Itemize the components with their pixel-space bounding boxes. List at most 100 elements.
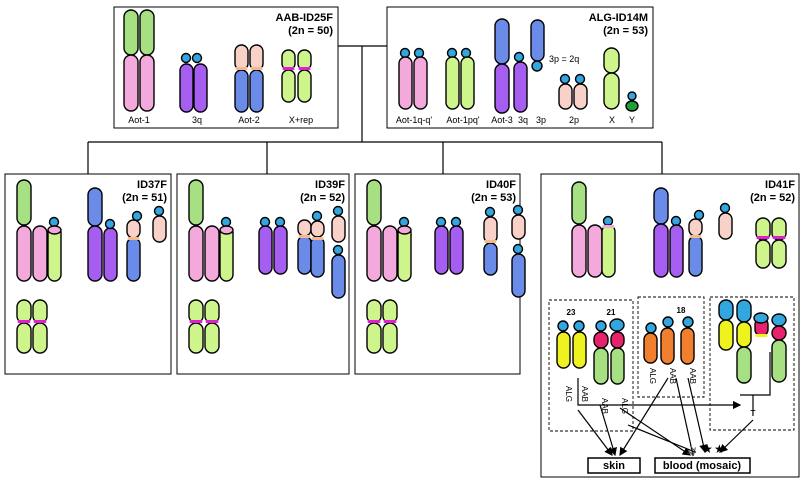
id39-cen5	[332, 244, 344, 256]
f-cen8	[574, 73, 586, 85]
d-c5	[662, 316, 674, 328]
d-cap2	[753, 312, 769, 324]
d-c3	[595, 320, 607, 332]
id39-aot2b	[310, 220, 325, 278]
id37-aot1-top	[16, 179, 32, 226]
mother-aot2-b	[249, 44, 264, 113]
offspring-title-3: ID40F	[486, 179, 516, 191]
mother-aot1-b	[139, 9, 155, 112]
id39-cen2	[274, 216, 286, 228]
label-y: Y	[629, 115, 635, 125]
d-c4	[645, 322, 657, 334]
f-cen2	[413, 47, 425, 59]
blood-label: blood (mosaic)	[663, 460, 742, 472]
father-y	[625, 100, 639, 112]
id41-cen2	[670, 215, 682, 227]
id41-aot2	[688, 218, 703, 277]
mother-3q-b	[193, 63, 208, 113]
d-o3	[680, 327, 695, 365]
id41-2p	[718, 212, 733, 240]
mother-aot1-a	[123, 9, 139, 112]
detail-group-3	[709, 296, 795, 431]
id39-x-b	[204, 299, 220, 354]
father-count: (2n = 53)	[603, 25, 648, 37]
offspring-count-2: (2n = 52)	[300, 192, 345, 204]
offspring-title-2: ID39F	[315, 179, 345, 191]
id39-cen1	[259, 216, 271, 228]
id39-cen3	[311, 210, 323, 222]
skin-label: skin	[603, 460, 625, 472]
detail-label-aab-3: AAB	[668, 368, 677, 384]
father-3q	[513, 61, 528, 113]
id41-aot1-bot	[571, 224, 587, 278]
detail-t-label: T	[751, 409, 756, 418]
label-x: X	[609, 115, 615, 125]
id39-pink-tip	[219, 225, 234, 235]
id40-aot1q	[382, 225, 398, 282]
id40-3p	[511, 253, 526, 298]
id40-2p	[511, 214, 526, 240]
f-cen6	[531, 60, 543, 72]
father-2p-b	[573, 83, 588, 110]
id37-cen-a	[48, 216, 60, 228]
id37-aot3	[87, 187, 103, 282]
id37-x-b	[32, 299, 48, 354]
father-aot1qq-a	[398, 56, 413, 110]
father-3p	[530, 19, 545, 62]
d-rg2	[610, 331, 625, 385]
d-rg1	[593, 331, 609, 385]
id39-aot1q	[204, 225, 220, 282]
label-aot1qq: Aot-1q-q'	[396, 115, 433, 125]
id41-x-b	[771, 217, 787, 269]
id37-2p	[152, 215, 167, 243]
id40-cen4	[512, 204, 524, 216]
mother-3q-cen-a	[180, 52, 192, 64]
detail-number-23: 23	[567, 308, 576, 317]
label-aot1: Aot-1	[128, 115, 150, 125]
d-t1	[718, 299, 734, 351]
label-xrep: X+rep	[289, 115, 313, 125]
f-cen5	[513, 51, 525, 63]
label-3q: 3q	[192, 115, 202, 125]
d-c6	[682, 316, 694, 328]
blood-box	[654, 457, 751, 474]
d-t2	[736, 299, 752, 384]
label-3q-f: 3q	[518, 115, 528, 125]
id40-3q-b	[449, 225, 464, 275]
id37-aot1q	[32, 225, 48, 282]
offspring-count-3: (2n = 53)	[471, 192, 516, 204]
star-1: ★	[702, 442, 713, 456]
f-cen3	[446, 47, 458, 59]
id41-3q	[669, 224, 684, 278]
id39-aot1-top	[188, 179, 204, 226]
star-2: ★	[714, 442, 725, 456]
father-x	[603, 47, 620, 110]
detail-number-18: 18	[677, 306, 686, 315]
label-2p: 2p	[569, 115, 579, 125]
id37-aot2	[126, 219, 141, 282]
chromosomes	[16, 9, 787, 385]
id39-3q-a	[258, 225, 273, 275]
id39-3q-b	[273, 225, 288, 275]
id40-cen-a	[398, 216, 410, 228]
id37-pink-tip	[47, 225, 62, 235]
father-aot1qq-b	[413, 56, 428, 110]
id41-x-a	[755, 217, 771, 269]
mother-3q-cen-b	[191, 52, 203, 64]
id40-aot1-top	[366, 179, 382, 226]
id40-aot2	[483, 216, 498, 276]
id37-cen2	[104, 218, 116, 230]
mother-title: AAB-ID25F	[276, 12, 334, 24]
father-aot3	[494, 18, 510, 114]
d-y1	[556, 331, 571, 369]
detail-label-aab-2: AAB	[600, 398, 609, 414]
id40-aot1-bot	[366, 225, 382, 282]
id41-aot1-top	[571, 181, 587, 225]
mother-count: (2n = 50)	[288, 25, 333, 37]
d-o2	[660, 327, 675, 365]
father-labels: Aot-1q-q' Aot-1pq' Aot-3 3q 3p 2p X Y	[396, 115, 635, 125]
d-y2	[572, 331, 587, 369]
father-aot1pq-b	[460, 56, 475, 110]
d-t4	[771, 325, 787, 383]
